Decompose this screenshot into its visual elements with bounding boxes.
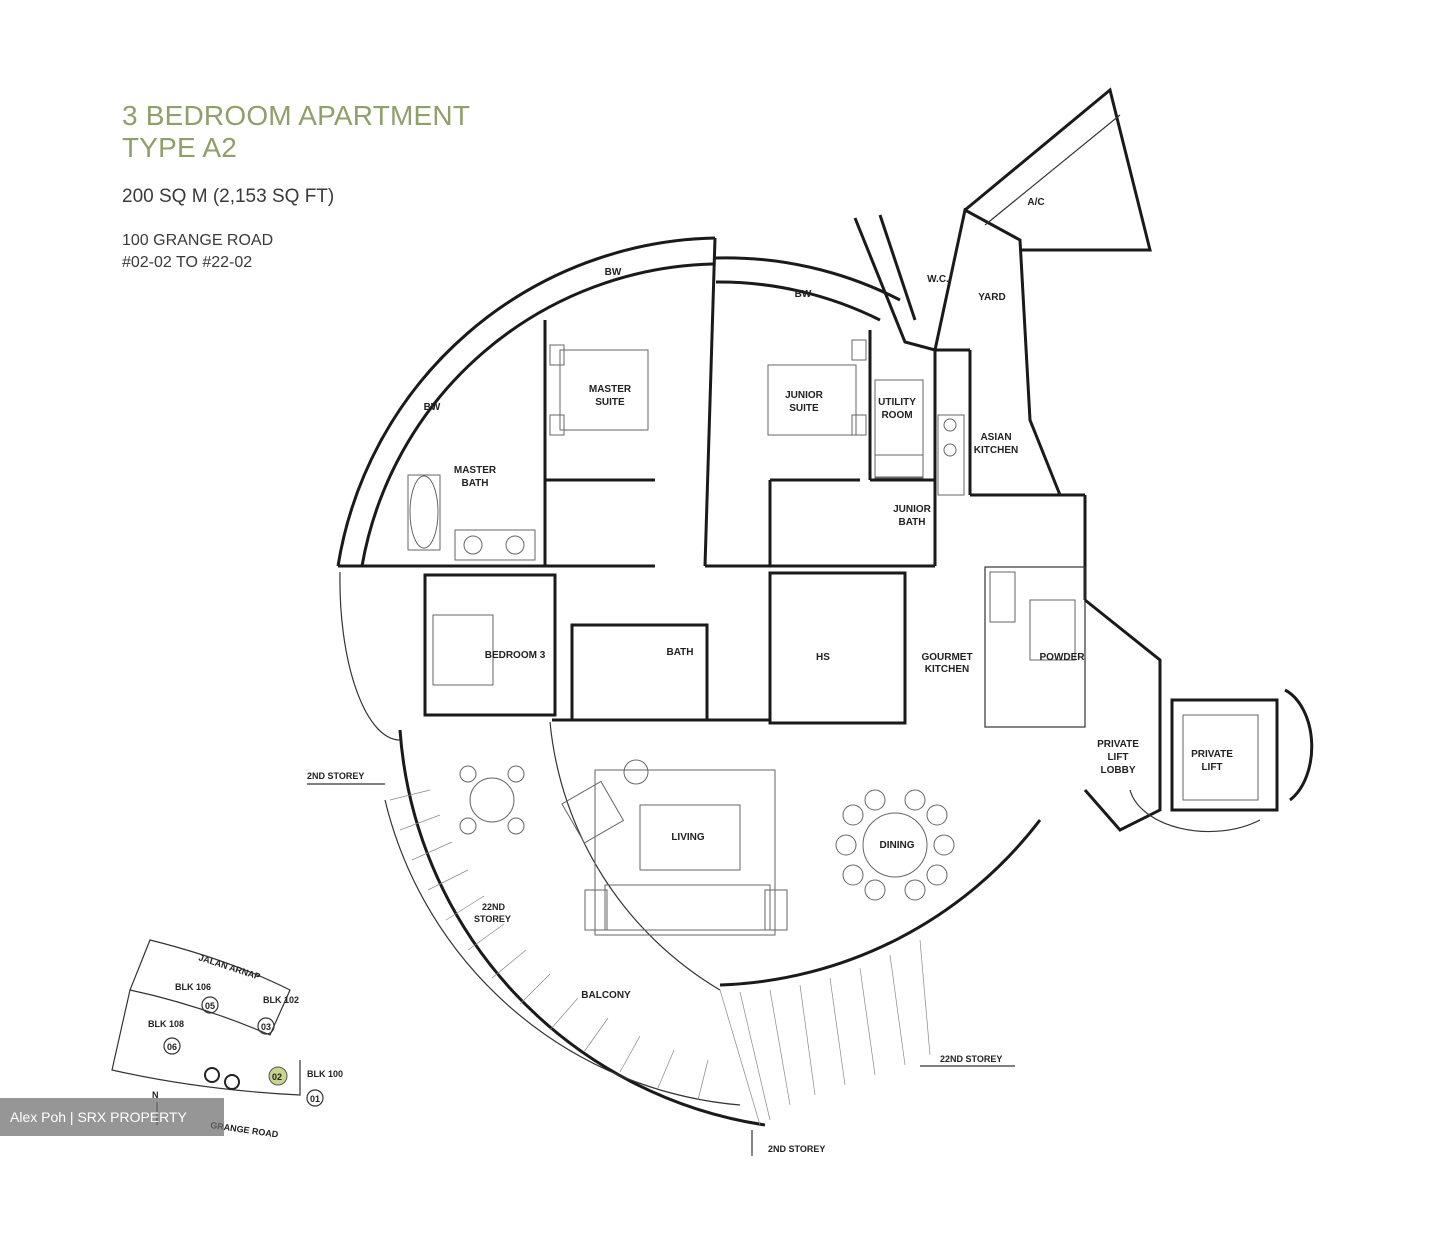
inner-wall-top-right — [715, 280, 881, 322]
plan-title: 3 BEDROOM APARTMENT TYPE A2 — [122, 100, 470, 164]
label-master-bath-1: MASTER — [454, 465, 497, 476]
label-utility-2: ROOM — [881, 410, 912, 421]
annotation-22nd-storey-left-1: 22ND — [482, 902, 506, 912]
label-asian-kitchen-2: KITCHEN — [974, 445, 1018, 456]
keyplan-blk100: BLK 100 — [307, 1069, 343, 1079]
inner-wall-upper — [360, 262, 714, 567]
keyplan-north: N — [152, 1090, 159, 1100]
area-text: 200 SQ M (2,153 SQ FT) — [122, 186, 335, 207]
watermark: Alex Poh | SRX PROPERTY — [0, 1098, 224, 1136]
balcony-hatch — [389, 789, 931, 1126]
title-line-1: 3 BEDROOM APARTMENT — [122, 100, 471, 131]
annotation-2nd-storey-left: 2ND STOREY — [307, 771, 364, 781]
balcony-arc-inner — [384, 799, 741, 1106]
keyplan-unit-01: 01 — [310, 1094, 320, 1104]
label-gourmet-2: KITCHEN — [925, 664, 969, 675]
keyplan-street-top: JALAN ARNAP — [197, 952, 261, 981]
label-lift-lobby-1: PRIVATE — [1097, 739, 1139, 750]
label-gourmet-1: GOURMET — [921, 652, 972, 663]
label-asian-kitchen-1: ASIAN — [980, 432, 1011, 443]
label-junior-bath-2: BATH — [898, 517, 925, 528]
keyplan-unit-05: 05 — [205, 1001, 215, 1011]
keyplan-unit-02: 02 — [272, 1072, 282, 1082]
label-private-lift-2: LIFT — [1201, 762, 1222, 773]
label-lift-lobby-3: LOBBY — [1101, 765, 1136, 776]
label-master-suite-1: MASTER — [589, 384, 632, 395]
label-bath-3: BATH — [666, 647, 693, 658]
address-line-1: 100 GRANGE ROAD — [122, 232, 274, 249]
label-powder: POWDER — [1040, 652, 1086, 663]
address-line-2: #02-02 TO #22-02 — [122, 254, 253, 271]
label-bw-1: BW — [605, 267, 622, 278]
keyplan-blk106: BLK 106 — [175, 982, 211, 992]
label-bw-3: BW — [424, 402, 441, 413]
label-utility-1: UTILITY — [878, 397, 916, 408]
label-hs: HS — [816, 652, 830, 663]
left-arc — [339, 571, 401, 741]
annotation-2nd-storey-bottom: 2ND STOREY — [768, 1144, 825, 1154]
label-private-lift-1: PRIVATE — [1191, 749, 1233, 760]
outer-wall-top-right — [714, 256, 901, 302]
label-master-bath-2: BATH — [461, 478, 488, 489]
keyplan-unit-06: 06 — [167, 1042, 177, 1052]
annotation-22nd-storey-left-2: STOREY — [474, 914, 511, 924]
label-wc: W.C. — [927, 274, 949, 285]
label-bedroom-3: BEDROOM 3 — [485, 650, 546, 661]
label-junior-bath-1: JUNIOR — [893, 504, 932, 515]
keyplan-blk108: BLK 108 — [148, 1019, 184, 1029]
address-block: 100 GRANGE ROAD #02-02 TO #22-02 — [122, 230, 273, 274]
label-yard: YARD — [978, 292, 1005, 303]
label-living: LIVING — [671, 832, 705, 843]
interior-walls — [338, 87, 1314, 833]
outer-wall-upper — [336, 236, 716, 567]
label-master-suite-2: SUITE — [595, 397, 625, 408]
label-balcony: BALCONY — [581, 990, 631, 1001]
label-bw-2: BW — [795, 289, 812, 300]
title-line-2: TYPE A2 — [122, 132, 238, 163]
label-dining: DINING — [880, 840, 915, 851]
label-lift-lobby-2: LIFT — [1107, 752, 1128, 763]
furniture — [407, 339, 1259, 936]
label-ac: A/C — [1027, 197, 1044, 208]
outer-wall-lower — [719, 819, 1042, 987]
keyplan-blk102: BLK 102 — [263, 995, 299, 1005]
label-junior-suite-2: SUITE — [789, 403, 819, 414]
balcony-arc-outer — [398, 729, 766, 1127]
label-junior-suite-1: JUNIOR — [785, 390, 824, 401]
keyplan-unit-03: 03 — [261, 1022, 271, 1032]
annotation-22nd-storey-right: 22ND STOREY — [940, 1054, 1002, 1064]
balcony-arc-mid — [549, 721, 721, 991]
